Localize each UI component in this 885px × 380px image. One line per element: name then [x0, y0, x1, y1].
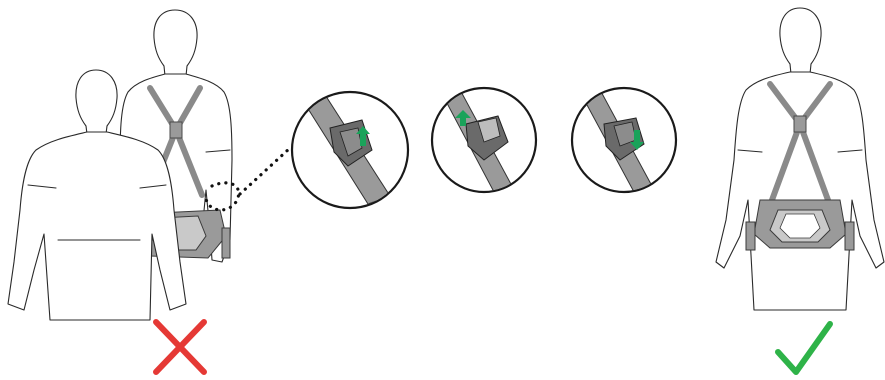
- detail-circle-2: [430, 86, 538, 194]
- arrow-down-icon: [630, 130, 644, 150]
- detail-circle-1: [290, 90, 410, 210]
- detail-connector: [204, 146, 292, 212]
- front-person: [7, 69, 187, 321]
- arrow-up-icon: [455, 110, 471, 126]
- arrow-up-icon: [356, 126, 370, 146]
- cross-icon: [153, 319, 207, 375]
- check-icon: [775, 321, 833, 375]
- correct-person-belt: [745, 199, 855, 251]
- detail-circle-3: [570, 86, 678, 194]
- correct-person-with-harness: [715, 7, 885, 311]
